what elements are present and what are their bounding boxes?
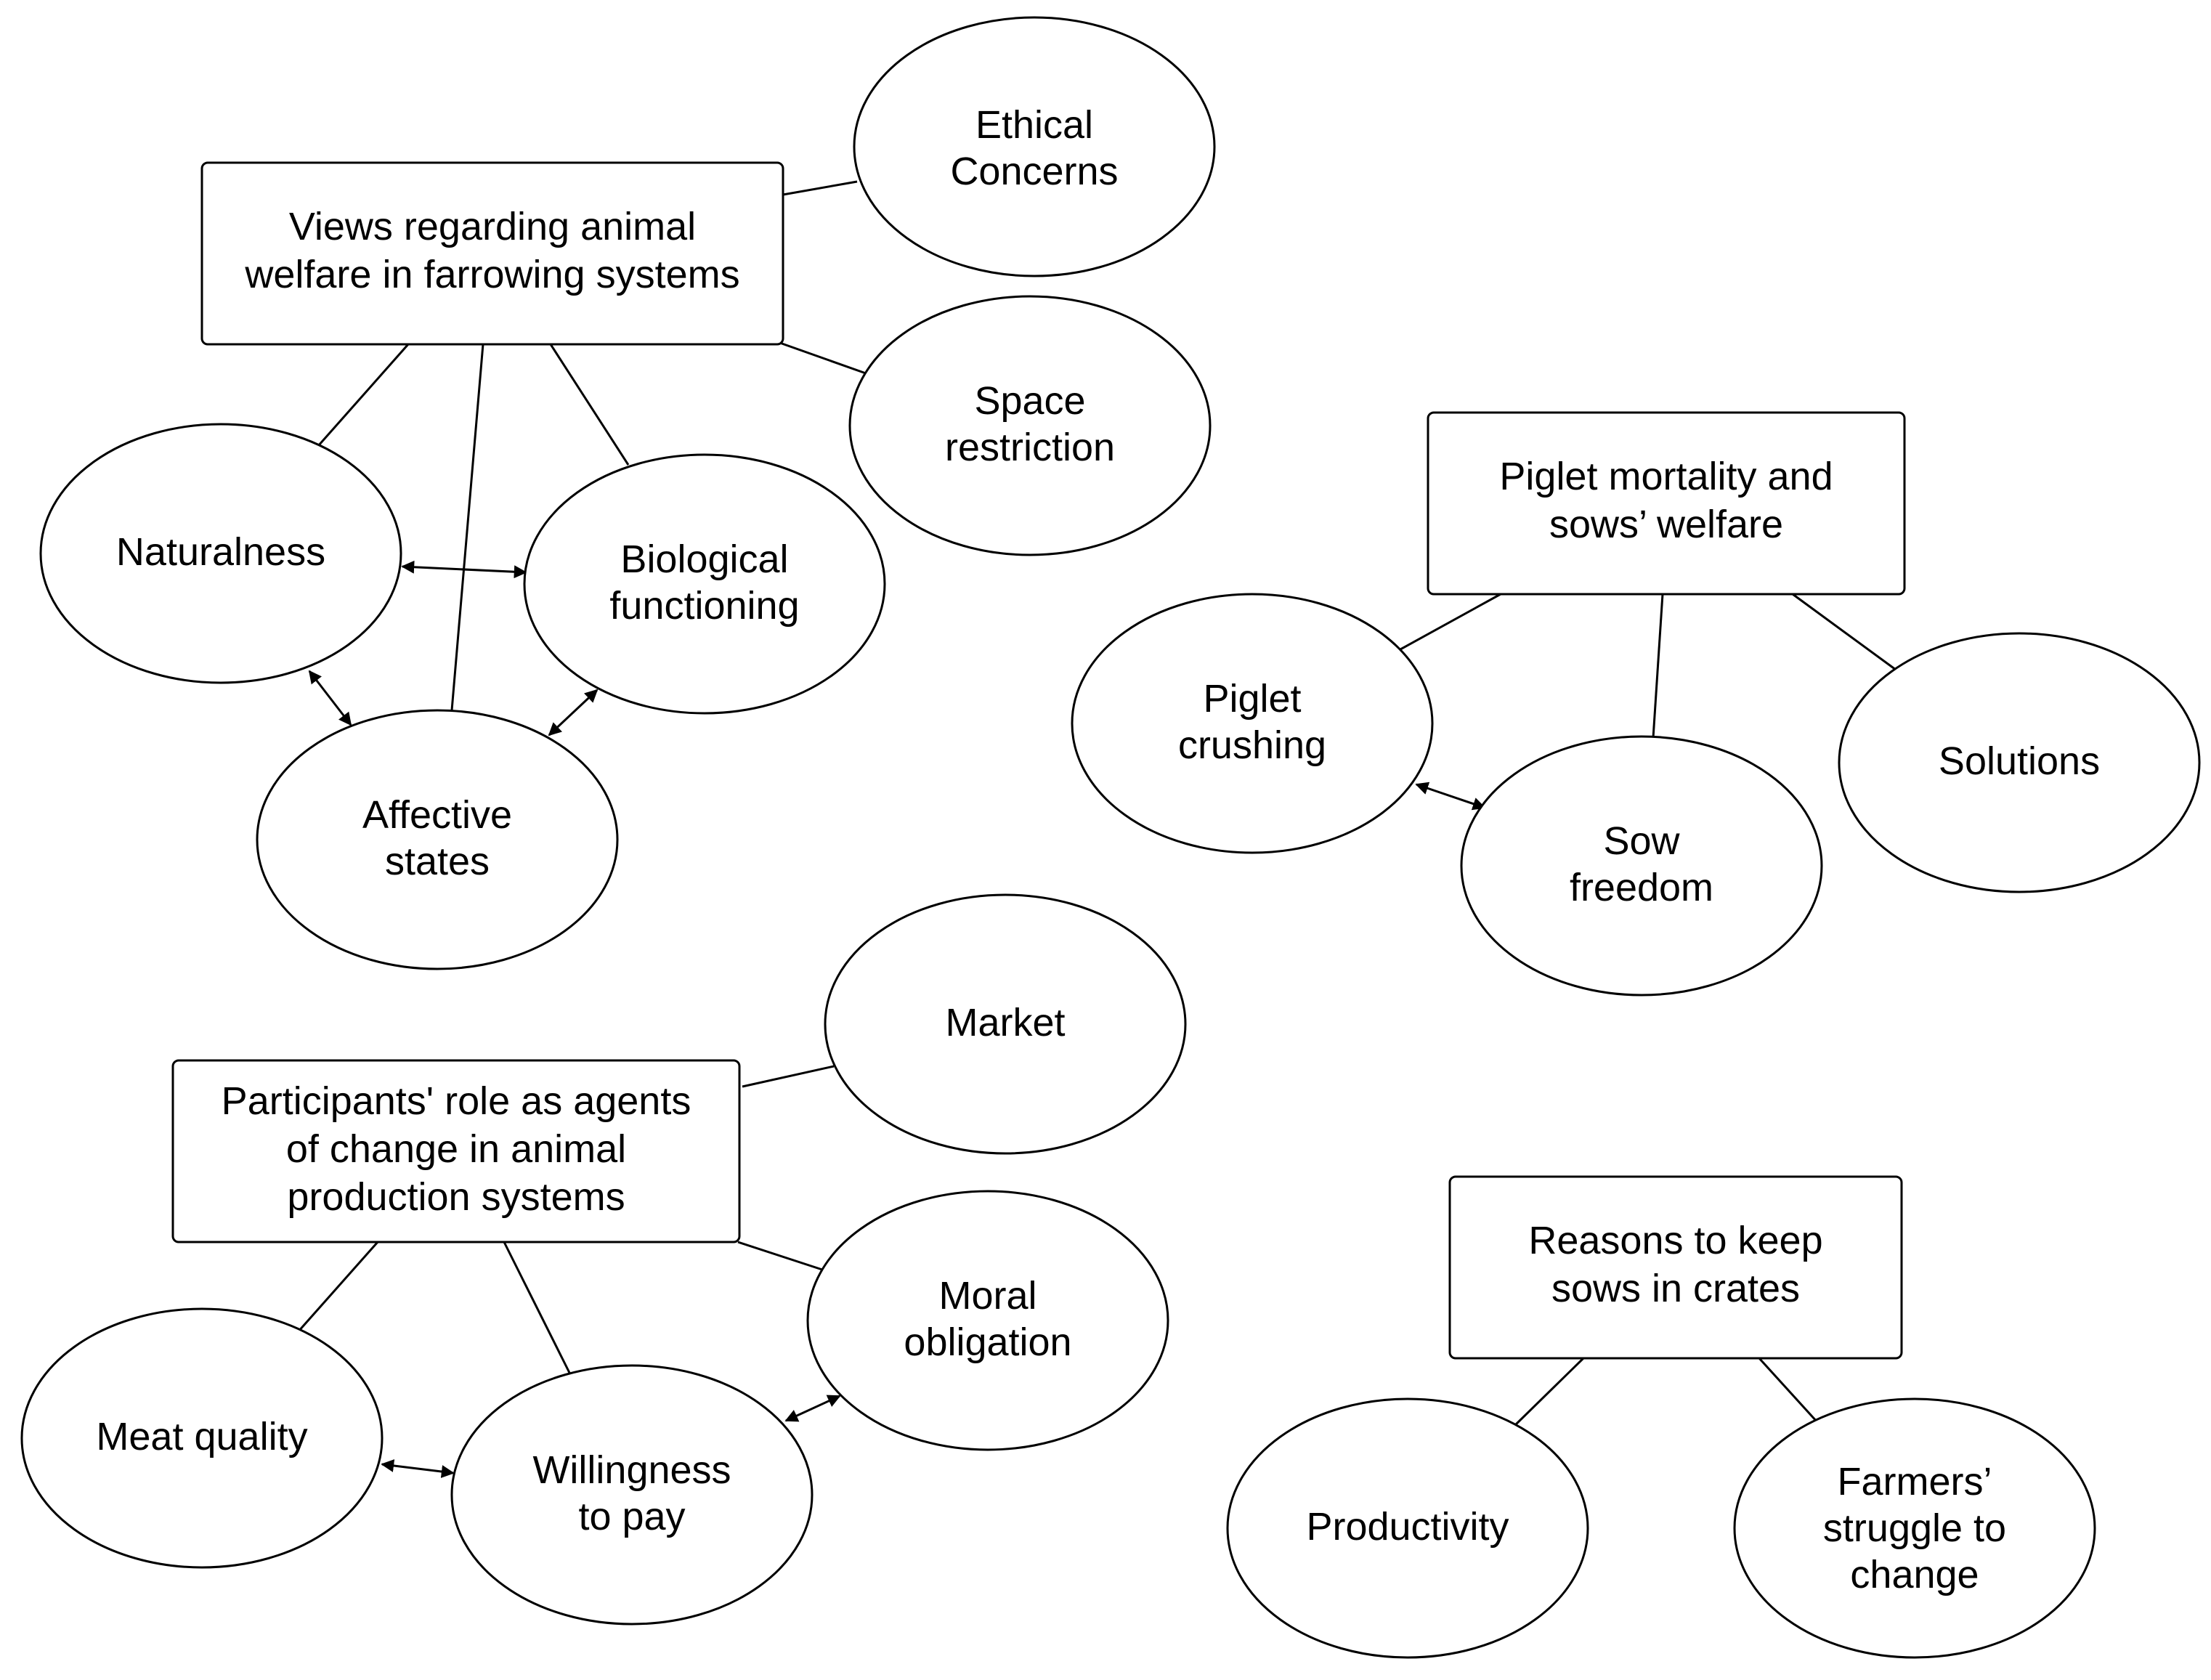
theme-title-line: Views regarding animal: [289, 205, 696, 248]
arrow-naturalness-affective: [308, 670, 352, 726]
subtheme-label: Piglet: [1203, 677, 1301, 721]
connector-agents-moral: [737, 1241, 823, 1271]
connector-mortality-crushing: [1400, 593, 1501, 651]
subtheme-market: Market: [824, 893, 1187, 1155]
subtheme-solutions: Solutions: [1838, 632, 2201, 893]
connector-mortality-sowfreedom: [1652, 593, 1664, 739]
subtheme-label: Productivity: [1306, 1505, 1509, 1549]
theme-title-line: production systems: [287, 1175, 625, 1219]
connector-agents-meatquality: [296, 1241, 379, 1333]
theme-title-line: Participants' role as agents: [222, 1079, 691, 1123]
subtheme-naturalness: Naturalness: [39, 423, 402, 684]
subtheme-label: Affective: [362, 793, 512, 837]
theme-box-agents-of-change: Participants' role as agents of change i…: [171, 1059, 741, 1243]
subtheme-biological-functioning: Biological functioning: [523, 453, 886, 715]
connector-welfare-naturalness: [317, 344, 410, 447]
subtheme-piglet-crushing: Piglet crushing: [1071, 593, 1434, 854]
subtheme-sow-freedom: Sow freedom: [1460, 735, 1823, 997]
subtheme-farmers-struggle: Farmers’ struggle to change: [1733, 1397, 2096, 1659]
subtheme-label: Naturalness: [116, 530, 325, 574]
subtheme-label: struggle to: [1823, 1506, 2006, 1550]
subtheme-label: Concerns: [950, 150, 1118, 193]
subtheme-label: Biological: [620, 537, 788, 581]
subtheme-space-restriction: Space restriction: [848, 295, 1212, 556]
subtheme-willingness-to-pay: Willingness to pay: [450, 1364, 814, 1626]
arrow-meatquality-willingness: [381, 1459, 455, 1478]
subtheme-label: Moral: [938, 1274, 1036, 1318]
subtheme-label: functioning: [609, 584, 799, 628]
connector-welfare-biological: [549, 344, 630, 466]
subtheme-label: Market: [945, 1001, 1065, 1044]
subtheme-moral-obligation: Moral obligation: [806, 1190, 1169, 1451]
subtheme-label: Sow: [1603, 819, 1680, 863]
arrow-crushing-sowfreedom: [1415, 782, 1486, 811]
arrow-biological-affective: [548, 689, 599, 736]
theme-title-line: sows’ welfare: [1549, 503, 1783, 546]
connector-welfare-space: [775, 340, 867, 375]
connector-welfare-affective: [450, 344, 484, 711]
arrow-naturalness-biological: [401, 560, 527, 579]
theme-box-crate-reasons: Reasons to keep sows in crates: [1448, 1175, 1903, 1360]
theme-title-line: Piglet mortality and: [1499, 455, 1833, 498]
subtheme-label: obligation: [904, 1320, 1071, 1364]
subtheme-meat-quality: Meat quality: [20, 1307, 384, 1569]
theme-box-piglet-mortality: Piglet mortality and sows’ welfare: [1427, 411, 1906, 596]
subtheme-label: states: [385, 840, 490, 883]
connector-agents-market: [742, 1065, 835, 1088]
subtheme-ethical-concerns: Ethical Concerns: [853, 16, 1216, 277]
connector-agents-willingness: [503, 1241, 571, 1373]
subtheme-label: restriction: [945, 426, 1115, 469]
subtheme-label: crushing: [1178, 723, 1326, 767]
subtheme-label: to pay: [578, 1495, 685, 1538]
subtheme-label: Space: [974, 379, 1085, 423]
connector-crates-productivity: [1514, 1357, 1585, 1427]
subtheme-productivity: Productivity: [1226, 1397, 1589, 1659]
subtheme-label: Willingness: [532, 1448, 731, 1492]
theme-title-line: Reasons to keep: [1528, 1219, 1822, 1262]
subtheme-label: change: [1850, 1553, 1979, 1596]
connector-mortality-solutions: [1792, 593, 1896, 671]
subtheme-label: Farmers’: [1838, 1460, 1992, 1504]
subtheme-label: Solutions: [1939, 739, 2100, 783]
subtheme-label: Meat quality: [96, 1415, 307, 1458]
connector-crates-struggle: [1758, 1357, 1819, 1424]
theme-title-line: welfare in farrowing systems: [244, 253, 739, 296]
theme-title-line: sows in crates: [1551, 1267, 1800, 1310]
subtheme-affective-states: Affective states: [256, 709, 619, 970]
connector-welfare-ethical: [782, 180, 858, 196]
subtheme-label: freedom: [1570, 866, 1713, 909]
theme-title-line: of change in animal: [286, 1127, 626, 1171]
subtheme-label: Ethical: [975, 103, 1093, 147]
theme-box-welfare-views: Views regarding animal welfare in farrow…: [200, 161, 784, 346]
arrow-willingness-moral: [784, 1395, 841, 1422]
